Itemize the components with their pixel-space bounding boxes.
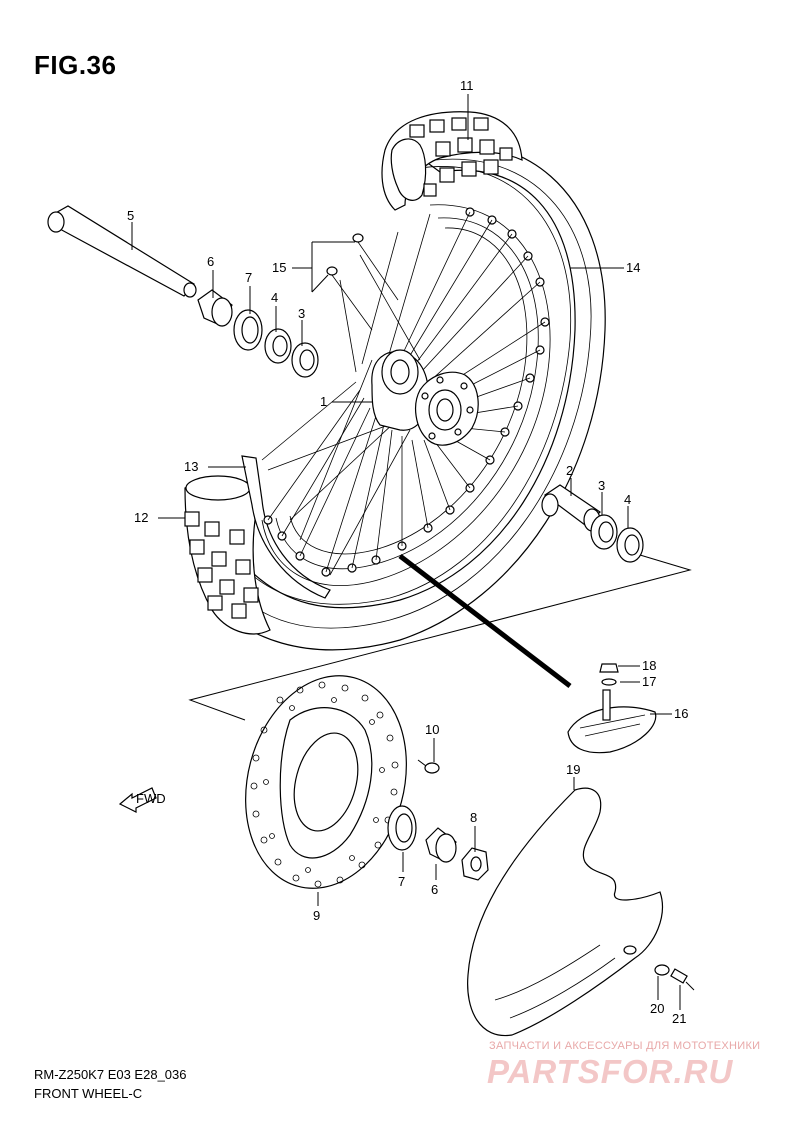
washer-20 xyxy=(654,964,670,976)
callout-labels: 1 2 3 4 5 6 7 8 9 10 11 12 13 14 15 16 1… xyxy=(127,78,688,1026)
callout-21: 21 xyxy=(672,1011,686,1026)
callout-20: 20 xyxy=(650,1001,664,1016)
bearing-3-top xyxy=(291,342,319,378)
leader-lines xyxy=(131,94,681,1010)
disc-cover xyxy=(467,787,663,1037)
diagram-subtitle: FRONT WHEEL-C xyxy=(34,1086,143,1101)
callout-8: 8 xyxy=(470,810,477,825)
oil-seal-bottom xyxy=(387,805,417,851)
fwd-arrow-icon: FWD xyxy=(118,787,166,813)
rim-lock xyxy=(567,689,657,754)
callout-7b: 7 xyxy=(398,874,405,889)
figure-title: FIG.36 xyxy=(34,50,117,80)
callout-18: 18 xyxy=(642,658,656,673)
disc-bolt xyxy=(417,759,440,774)
axle xyxy=(47,205,197,298)
callout-19: 19 xyxy=(566,762,580,777)
tread-section-bottom xyxy=(184,475,271,635)
callout-4b: 4 xyxy=(624,492,631,507)
callout-9: 9 xyxy=(313,908,320,923)
hub xyxy=(371,349,479,446)
spokes xyxy=(261,211,546,576)
watermark-tagline: ЗАПЧАСТИ И АКСЕССУАРЫ ДЛЯ МОТОТЕХНИКИ xyxy=(489,1040,761,1052)
callout-5: 5 xyxy=(127,208,134,223)
callout-16: 16 xyxy=(674,706,688,721)
callout-1: 1 xyxy=(320,394,327,409)
oil-seal-top xyxy=(233,309,263,351)
reference-plane xyxy=(188,554,692,721)
callout-13: 13 xyxy=(184,459,198,474)
tread-section-top xyxy=(381,111,523,211)
callout-15: 15 xyxy=(272,260,286,275)
callout-2: 2 xyxy=(566,463,573,478)
callout-4: 4 xyxy=(271,290,278,305)
bearing-3-right xyxy=(590,514,618,550)
svg-text:FWD: FWD xyxy=(136,791,166,806)
valve-pointer xyxy=(398,554,572,688)
callout-11: 11 xyxy=(460,78,474,93)
collar-top xyxy=(197,289,233,327)
callout-6b: 6 xyxy=(431,882,438,897)
bolt-21 xyxy=(670,968,695,991)
callout-6: 6 xyxy=(207,254,214,269)
callout-17: 17 xyxy=(642,674,656,689)
axle-nut xyxy=(461,847,489,881)
bearing-4-top xyxy=(264,328,292,364)
callout-3b: 3 xyxy=(598,478,605,493)
callout-10: 10 xyxy=(425,722,439,737)
callout-3: 3 xyxy=(298,306,305,321)
callout-7: 7 xyxy=(245,270,252,285)
nut-18 xyxy=(599,663,619,673)
callout-14: 14 xyxy=(626,260,640,275)
model-code: RM-Z250K7 E03 E28_036 xyxy=(34,1067,187,1082)
watermark-logo: PARTSFOR.RU xyxy=(487,1053,734,1090)
spoke-set xyxy=(326,233,399,331)
bearing-4-right xyxy=(616,527,644,563)
brake-disc xyxy=(245,675,407,889)
callout-12: 12 xyxy=(134,510,148,525)
washer-17 xyxy=(601,678,617,686)
collar-bottom xyxy=(425,827,457,863)
